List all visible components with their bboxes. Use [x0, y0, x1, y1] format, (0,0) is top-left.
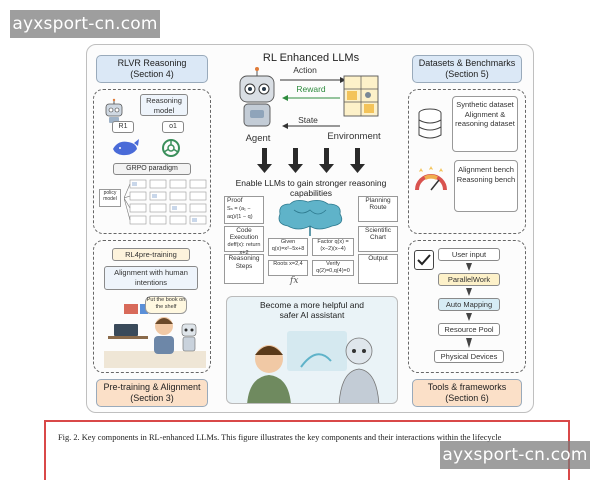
speech-bubble: Put the book on the shelf [145, 296, 187, 314]
grpo-chip: GRPO paradigm [113, 163, 191, 175]
proof-box: Proof Sₙ = (a₁ − aq)/(1 − q) [224, 196, 264, 224]
environment-label: Environment [327, 131, 381, 142]
figure-caption: Fig. 2. Key components in RL-enhanced LL… [58, 433, 502, 442]
tool-resource-pool: Resource Pool [438, 323, 500, 336]
rlvr-header: RLVR Reasoning (Section 4) [96, 55, 208, 83]
watermark-top: ayxsport-cn.com [10, 10, 160, 38]
given-box: Given q(x)=x²−5x+8 [268, 238, 308, 256]
tool-auto-mapping: Auto Mapping [438, 298, 500, 311]
whale-icon [110, 137, 140, 159]
center-title: RL Enhanced LLMs [262, 52, 360, 64]
gauge-icon [413, 166, 449, 194]
database-icon [416, 108, 444, 140]
pretraining-panel [93, 240, 211, 373]
alignment-chip: Alignment with human intentions [104, 266, 198, 290]
assistant-illustration [226, 296, 398, 404]
proof-label: Proof [227, 197, 243, 204]
planning-route-box: Planning Route [358, 196, 398, 222]
agent-label: Agent [245, 133, 271, 144]
grpo-diagram [123, 178, 208, 230]
pretraining-header: Pre-training & Alignment (Section 3) [96, 379, 208, 407]
code-box: Code Execution deff(x): return x+2 [224, 226, 264, 256]
tools-header: Tools & frameworks (Section 6) [412, 379, 522, 407]
code-snippet: deff(x): return x+2 [227, 242, 261, 256]
watermark-bottom: ayxsport-cn.com [440, 441, 590, 469]
reasoning-model-chip: Reasoning model [140, 94, 188, 116]
datasets-panel [408, 89, 526, 234]
synthetic-dataset-box: Synthetic dataset Alignment & reasoning … [452, 96, 518, 152]
scientific-chart-box: Scientific Chart [358, 226, 398, 252]
down-arrows [250, 148, 380, 174]
factor-box: Factor q(x) =(x−2)(x−4) [312, 238, 354, 256]
roots-box: Roots x=2,4 [268, 260, 308, 276]
checkbox-icon [414, 250, 434, 270]
rl4pre-chip: RL4pre-training [112, 248, 190, 261]
output-box: Output [358, 254, 398, 284]
datasets-header: Datasets & Benchmarks (Section 5) [412, 55, 522, 83]
state-label: State [298, 115, 318, 125]
assistant-text: Become a more helpful and safer AI assis… [260, 300, 364, 320]
brain-icon [268, 196, 354, 236]
fx-icon: fx [290, 276, 299, 286]
proof-formula: Sₙ = (a₁ − aq)/(1 − q) [227, 206, 253, 220]
pretraining-illustration [104, 296, 206, 368]
rl-loop-diagram [232, 66, 380, 146]
policy-model-box: policy model [99, 189, 121, 207]
r1-chip: R1 [112, 121, 134, 133]
reward-label: Reward [296, 84, 326, 94]
openai-icon [160, 137, 182, 159]
reasoning-steps-box: Reasoning Steps [224, 254, 264, 284]
tools-flow-arrows [462, 261, 476, 351]
robot-icon [101, 98, 127, 124]
enable-title: Enable LLMs to gain stronger reasoning c… [235, 178, 387, 198]
tool-parallelwork: ParallelWork [438, 273, 500, 286]
code-execution-label: Code Execution [229, 227, 259, 241]
tool-user-input: User input [438, 248, 500, 261]
action-label: Action [293, 65, 317, 75]
tool-physical-devices: Physical Devices [434, 350, 504, 363]
verify-box: Verify q(2)=0,q(4)=0 [312, 260, 354, 276]
tools-panel [408, 240, 526, 373]
benchmark-box: Alignment bench Reasoning bench [454, 160, 518, 212]
o1-chip: o1 [162, 121, 184, 133]
rlvr-panel [93, 89, 211, 234]
